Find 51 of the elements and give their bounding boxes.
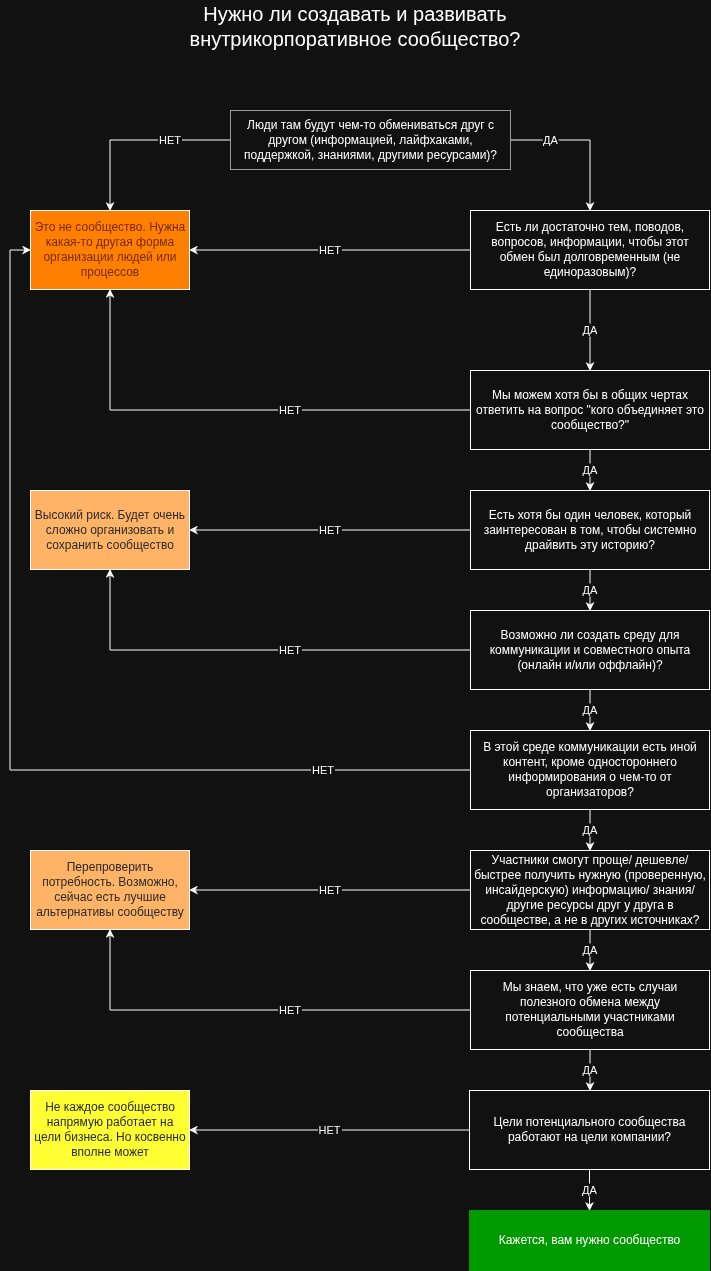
outcome-box: Перепроверить потребность. Возможно, сейчас есть лучшие альтернативы сообществу [30,850,190,930]
question-box: Есть ли достаточно тем, поводов, вопросов, информации, чтобы этот обмен был долговременным (не единоразовым)? [470,210,710,290]
edge-label: НЕТ [278,403,302,417]
edge-label: НЕТ [317,1123,342,1137]
edge-label: НЕТ [158,133,182,147]
outcome-box: Это не сообщество. Нужна какая-то другая форма организации людей или процессов [30,210,190,290]
arrow [9,245,471,771]
question-box: Есть хотя бы один человек, который заинтересован в том, чтобы системно драйвить эту историю? [470,490,710,570]
outcome-box: Не каждое сообщество напрямую работает на цели бизнеса. Но косвенно вполне может [30,1090,190,1170]
edge-label: НЕТ [318,883,342,897]
edge-label: ДА [581,823,599,837]
arrow [585,569,595,611]
arrow [585,689,595,731]
edge-label: ДА [581,583,599,597]
edge-label: НЕТ [318,243,342,257]
question-box: Люди там будут чем-то обмениваться друг с другом (информацией, лайфхаками, поддержкой, знаниями, другими ресурсами)? [230,110,511,170]
edge-label: ДА [581,1183,598,1197]
arrow [189,885,471,895]
edge-label: НЕТ [278,1003,302,1017]
arrow [105,929,471,1011]
edge-label: ДА [542,133,559,147]
arrow [585,1049,595,1091]
arrow [189,525,471,535]
arrow [105,289,471,411]
arrow [510,139,595,211]
outcome-box: Высокий риск. Будет очень сложно организовать и сохранить сообщество [30,490,190,570]
edge-label: ДА [581,703,599,717]
arrow [189,1125,470,1135]
arrow [585,289,595,371]
edge-label: НЕТ [311,763,335,777]
question-box: В этой среде коммуникации есть иной контент, кроме одностороннего информирования о чем-то от организаторов? [470,730,710,810]
result-box: Кажется, вам нужно сообщество [469,1210,710,1271]
arrow [585,1169,594,1211]
arrow [585,929,595,971]
arrow [189,245,471,255]
edge-label: ДА [581,463,599,477]
arrow [585,449,595,491]
edge-label: ДА [581,323,599,337]
question-box: Мы можем хотя бы в общих чертах ответить на вопрос "кого объединяет это сообщество?" [470,370,710,450]
arrow [105,139,231,211]
question-box: Цели потенциального сообщества работают на цели компании? [469,1090,710,1170]
question-box: Мы знаем, что уже есть случаи полезного обмена между потенциальными участниками сообщества [470,970,710,1050]
arrow [105,569,471,651]
arrow [585,809,595,851]
diagram-title: Нужно ли создавать и развивать внутрикорпоративное сообщество? [188,2,522,52]
edge-label: НЕТ [318,523,342,537]
question-box: Возможно ли создать среду для коммуникации и совместного опыта (онлайн и/или оффлайн)? [470,610,710,690]
edge-label: ДА [581,1063,599,1077]
edge-label: НЕТ [278,643,302,657]
question-box: Участники смогут проще/ дешевле/ быстрее получить нужную (проверенную, инсайдерскую) информацию/ знания/ другие ресурсы друг у друга в сообществе, а не в других источниках? [470,850,710,930]
edge-label: ДА [581,943,599,957]
